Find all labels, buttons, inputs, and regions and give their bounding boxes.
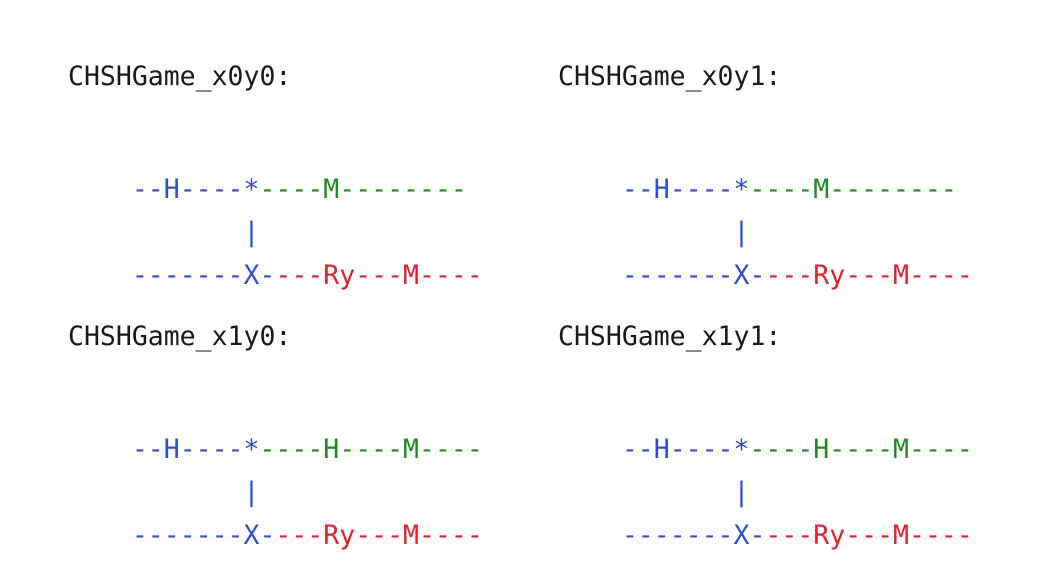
circuit-row-bottom: -------X----Ry---M---- (558, 236, 973, 316)
circuit-title: CHSHGame_x1y0: (68, 321, 292, 352)
control-connector: | (621, 216, 750, 248)
wire-segment: ----M-------- (259, 173, 467, 205)
circuit-row-connector: | (68, 193, 260, 273)
circuit-row-connector: | (558, 453, 750, 533)
wire-segment: ---Ry---M---- (765, 519, 973, 551)
wire-segment: ---Ry---M---- (275, 519, 483, 551)
wire-segment: --H----* (621, 433, 750, 465)
circuit-row-top: --H----*----M-------- (558, 150, 957, 230)
wire-segment: -------X- (621, 519, 766, 551)
circuit-row-connector: | (558, 193, 750, 273)
wire-segment: -------X- (131, 259, 276, 291)
control-connector: | (621, 476, 750, 508)
wire-segment: ----H----M---- (749, 433, 973, 465)
circuit-row-top: --H----*----H----M---- (558, 410, 973, 490)
circuit-title: CHSHGame_x0y0: (68, 61, 292, 92)
wire-segment: ---Ry---M---- (765, 259, 973, 291)
control-connector: | (131, 216, 260, 248)
circuit-title: CHSHGame_x1y1: (558, 321, 782, 352)
circuit-row-bottom: -------X----Ry---M---- (68, 496, 483, 576)
control-connector: | (131, 476, 260, 508)
wire-segment: --H----* (131, 173, 260, 205)
wire-segment: -------X- (131, 519, 276, 551)
wire-segment: --H----* (621, 173, 750, 205)
wire-segment: ---Ry---M---- (275, 259, 483, 291)
wire-segment: ----M-------- (749, 173, 957, 205)
wire-segment: --H----* (131, 433, 260, 465)
circuit-row-connector: | (68, 453, 260, 533)
circuit-row-top: --H----*----M-------- (68, 150, 467, 230)
circuit-row-top: --H----*----H----M---- (68, 410, 483, 490)
circuit-title: CHSHGame_x0y1: (558, 61, 782, 92)
wire-segment: ----H----M---- (259, 433, 483, 465)
wire-segment: -------X- (621, 259, 766, 291)
circuit-row-bottom: -------X----Ry---M---- (558, 496, 973, 576)
circuit-row-bottom: -------X----Ry---M---- (68, 236, 483, 316)
